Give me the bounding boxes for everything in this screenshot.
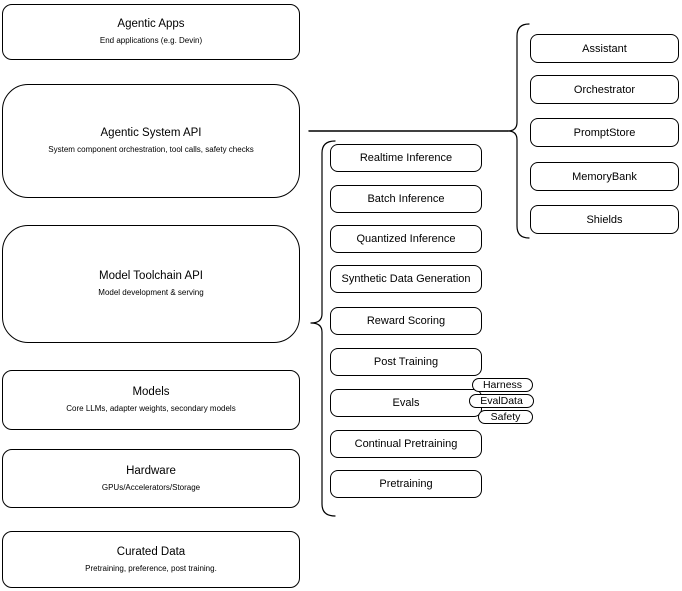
node-reward-scoring: Reward Scoring	[330, 307, 482, 335]
node-continual-pretraining: Continual Pretraining	[330, 430, 482, 458]
tag-safety: Safety	[478, 410, 533, 424]
node-promptstore: PromptStore	[530, 118, 679, 147]
node-title: Models	[132, 386, 170, 399]
node-title: Agentic Apps	[117, 18, 185, 31]
node-label: Quantized Inference	[356, 233, 456, 245]
node-subtitle: GPUs/Accelerators/Storage	[101, 482, 201, 492]
node-synthetic-data-generation: Synthetic Data Generation	[330, 265, 482, 293]
node-hardware: Hardware GPUs/Accelerators/Storage	[2, 449, 300, 508]
node-label: Synthetic Data Generation	[341, 273, 471, 285]
tag-label: Safety	[490, 411, 521, 423]
node-label: Pretraining	[379, 478, 433, 490]
node-label: Post Training	[373, 356, 439, 368]
node-label: Assistant	[582, 42, 627, 55]
node-batch-inference: Batch Inference	[330, 185, 482, 213]
tag-evaldata: EvalData	[469, 394, 534, 408]
node-title: Agentic System API	[100, 127, 202, 140]
node-assistant: Assistant	[530, 34, 679, 63]
tag-harness: Harness	[472, 378, 533, 392]
node-evals: Evals	[330, 389, 482, 417]
node-subtitle: System component orchestration, tool cal…	[48, 145, 254, 155]
node-pretraining: Pretraining	[330, 470, 482, 498]
node-agentic-system-api: Agentic System API System component orch…	[2, 84, 300, 198]
node-agentic-apps: Agentic Apps End applications (e.g. Devi…	[2, 4, 300, 60]
node-title: Hardware	[126, 464, 176, 477]
node-memorybank: MemoryBank	[530, 162, 679, 191]
node-label: Orchestrator	[573, 83, 636, 96]
node-subtitle: End applications (e.g. Devin)	[99, 36, 203, 46]
node-realtime-inference: Realtime Inference	[330, 144, 482, 172]
node-label: Realtime Inference	[359, 152, 453, 164]
brace-right-system-components	[507, 23, 530, 239]
node-subtitle: Model development & serving	[98, 288, 204, 298]
node-label: MemoryBank	[572, 170, 637, 183]
node-orchestrator: Orchestrator	[530, 75, 679, 104]
tag-label: EvalData	[480, 395, 523, 407]
node-models: Models Core LLMs, adapter weights, secon…	[2, 370, 300, 430]
node-title: Model Toolchain API	[99, 270, 203, 283]
node-label: Shields	[586, 213, 623, 226]
node-label: Batch Inference	[367, 193, 445, 205]
node-label: PromptStore	[573, 126, 636, 139]
node-subtitle: Pretraining, preference, post training.	[85, 563, 217, 573]
node-curated-data: Curated Data Pretraining, preference, po…	[2, 531, 300, 588]
node-quantized-inference: Quantized Inference	[330, 225, 482, 253]
node-shields: Shields	[530, 205, 679, 234]
node-post-training: Post Training	[330, 348, 482, 376]
node-subtitle: Core LLMs, adapter weights, secondary mo…	[66, 404, 236, 414]
node-label: Reward Scoring	[366, 315, 446, 327]
tag-label: Harness	[482, 379, 523, 391]
node-label: Continual Pretraining	[354, 438, 458, 450]
node-model-toolchain-api: Model Toolchain API Model development & …	[2, 225, 300, 343]
node-title: Curated Data	[116, 545, 186, 558]
node-label: Evals	[392, 397, 420, 409]
